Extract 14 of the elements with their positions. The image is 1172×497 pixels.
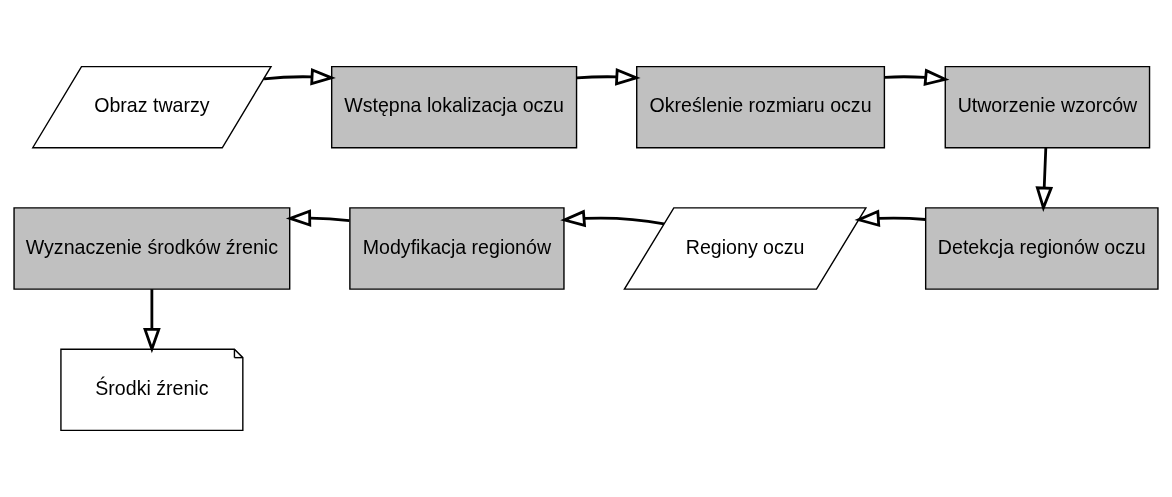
arrow <box>1035 147 1054 212</box>
arrow <box>576 68 641 86</box>
node-box: Określenie rozmiaru oczu <box>636 65 886 149</box>
arrow <box>884 68 950 87</box>
arrow <box>854 209 926 228</box>
node-box: Wyznaczenie środków źrenic <box>13 207 291 290</box>
arrow <box>263 67 336 86</box>
arrow <box>285 209 350 227</box>
arrow <box>143 289 161 354</box>
node-box: Utworzenie wzorców <box>944 65 1151 149</box>
node-box: Modyfikacja regionów <box>349 207 565 290</box>
node-box: Wstępna lokalizacja oczu <box>331 65 578 149</box>
arrow <box>560 209 665 228</box>
node-box: Detekcja regionów oczu <box>924 207 1159 290</box>
